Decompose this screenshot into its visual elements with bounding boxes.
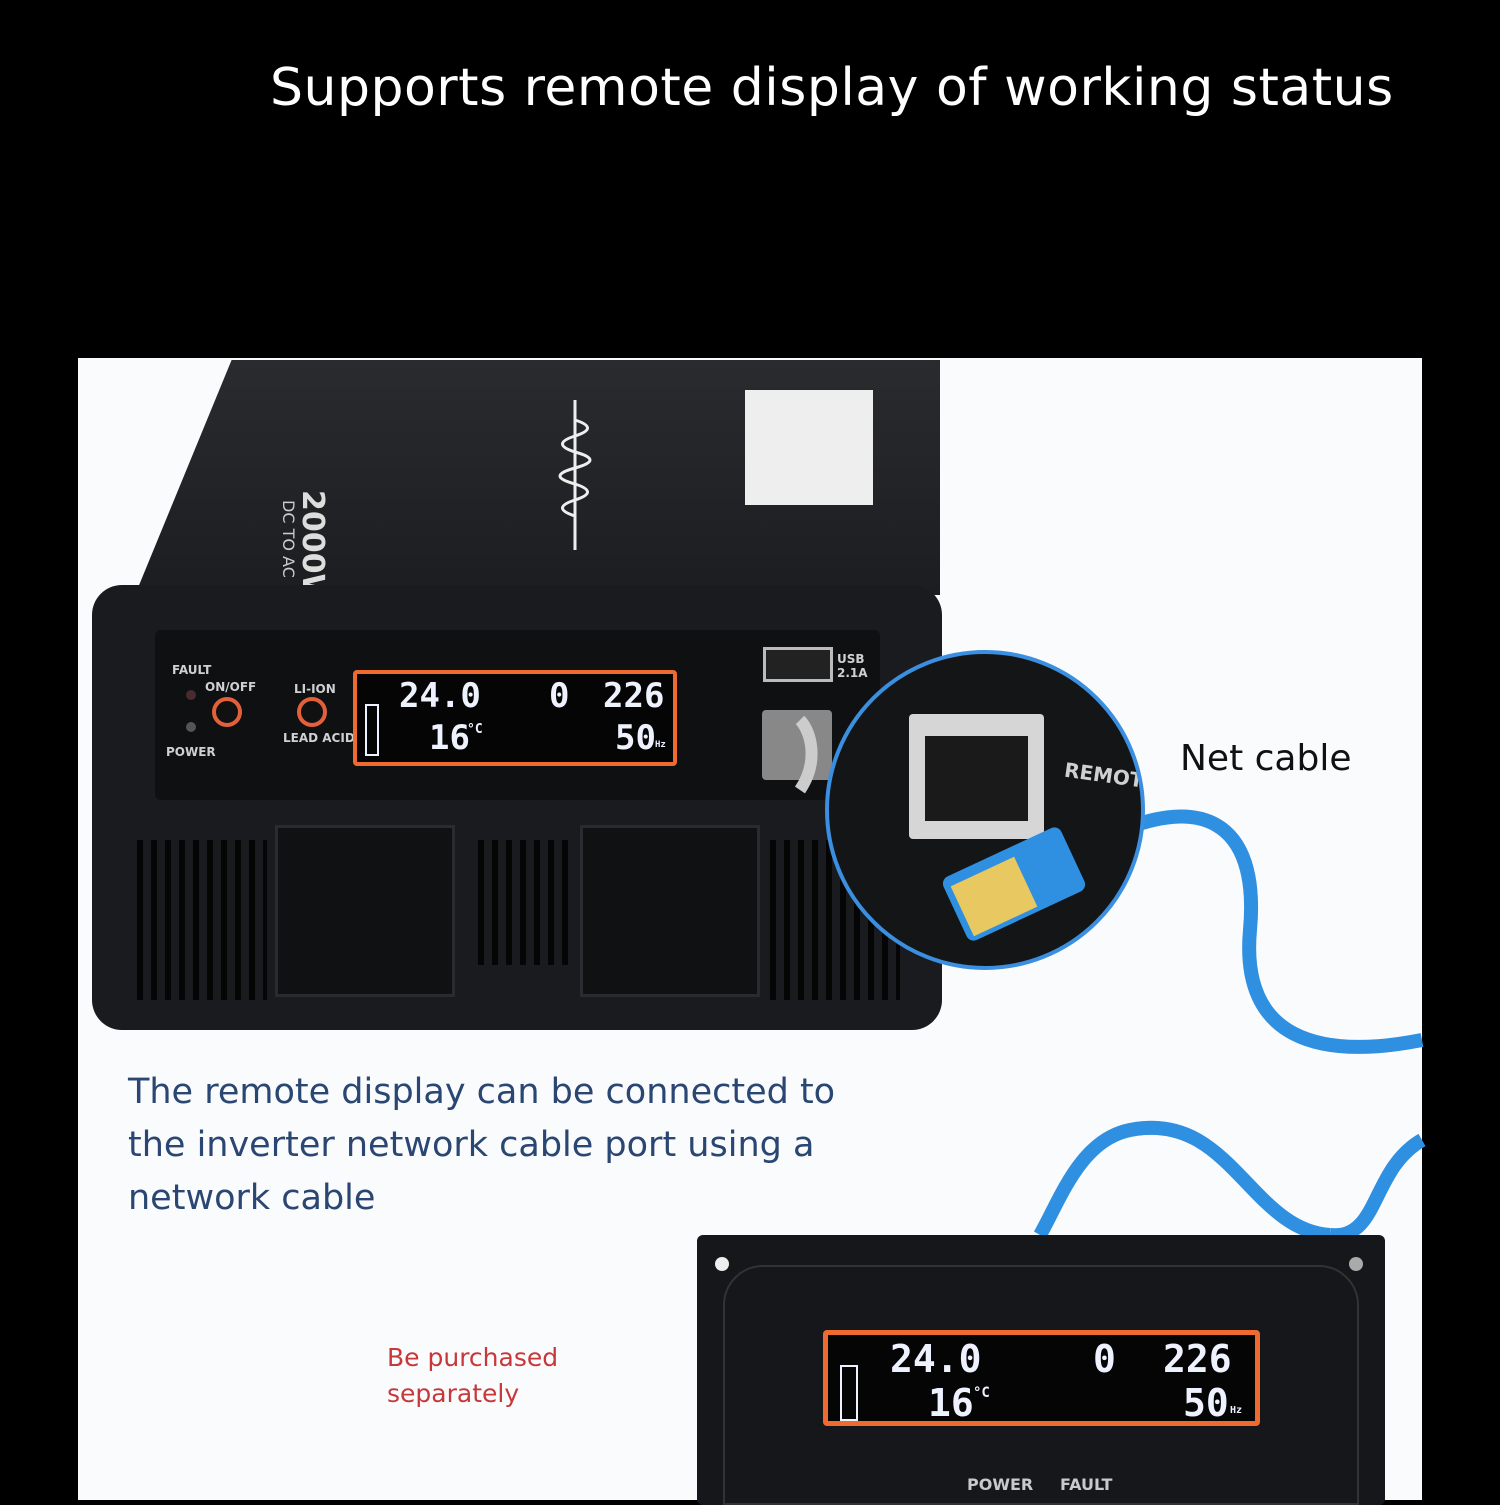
output-voltage: 226 bbox=[603, 676, 665, 716]
temp-unit: °C bbox=[973, 1385, 990, 1401]
mount-hole bbox=[715, 1257, 729, 1271]
remote-lcd: 24.0 16 °C 0 226 50 Hz bbox=[823, 1330, 1260, 1426]
network-port bbox=[762, 710, 832, 780]
headline: Supports remote display of working statu… bbox=[270, 58, 1394, 118]
ac-socket bbox=[275, 825, 455, 997]
purchase-note-line2: separately bbox=[387, 1379, 520, 1408]
usb-label: USB bbox=[837, 652, 865, 666]
battery-icon bbox=[840, 1365, 858, 1421]
spec-sticker bbox=[745, 390, 873, 505]
temp-unit: °C bbox=[467, 722, 483, 737]
usb-port bbox=[763, 647, 833, 682]
freq-unit: Hz bbox=[655, 740, 666, 750]
output-power: 0 bbox=[1093, 1337, 1116, 1381]
remote-fault-label: FAULT bbox=[1060, 1475, 1113, 1494]
purchase-note-line1: Be purchased bbox=[387, 1343, 559, 1372]
lead-acid-label: LEAD ACID bbox=[283, 731, 355, 745]
frequency: 50 bbox=[1183, 1381, 1229, 1425]
power-led bbox=[186, 722, 196, 732]
net-cable-label: Net cable bbox=[1180, 738, 1352, 779]
output-voltage: 226 bbox=[1163, 1337, 1232, 1381]
remote-port-zoom: REMOTE bbox=[825, 650, 1145, 970]
fault-label: FAULT bbox=[172, 663, 212, 677]
frequency: 50 bbox=[615, 718, 656, 758]
onoff-label: ON/OFF bbox=[205, 680, 257, 694]
power-button[interactable] bbox=[212, 697, 242, 727]
sine-wave-icon bbox=[558, 400, 592, 550]
mount-hole bbox=[1349, 1257, 1363, 1271]
lcd-display: 24.0 16 °C 0 226 50 Hz bbox=[353, 670, 677, 766]
remote-power-label: POWER bbox=[967, 1475, 1034, 1494]
remote-label: REMOTE bbox=[1062, 757, 1145, 795]
lithium-label: LI-ION bbox=[294, 682, 336, 696]
description: The remote display can be connected to t… bbox=[128, 1072, 836, 1218]
vent bbox=[137, 840, 267, 1000]
output-power: 0 bbox=[549, 676, 570, 716]
battery-voltage: 24.0 bbox=[890, 1337, 982, 1381]
temperature: 16 bbox=[928, 1381, 974, 1425]
battery-mode-button[interactable] bbox=[297, 697, 327, 727]
battery-voltage: 24.0 bbox=[399, 676, 481, 716]
remote-display-panel: 24.0 16 °C 0 226 50 Hz POWER FAULT bbox=[697, 1235, 1385, 1505]
fault-led bbox=[186, 690, 196, 700]
freq-unit: Hz bbox=[1230, 1405, 1243, 1416]
temperature: 16 bbox=[429, 718, 470, 758]
purchase-note: Be purchased separately bbox=[387, 1340, 558, 1412]
battery-icon bbox=[365, 704, 379, 756]
vent bbox=[478, 840, 568, 965]
usb-current-label: 2.1A bbox=[837, 666, 868, 680]
ac-socket bbox=[580, 825, 760, 997]
power-label: POWER bbox=[166, 745, 216, 759]
